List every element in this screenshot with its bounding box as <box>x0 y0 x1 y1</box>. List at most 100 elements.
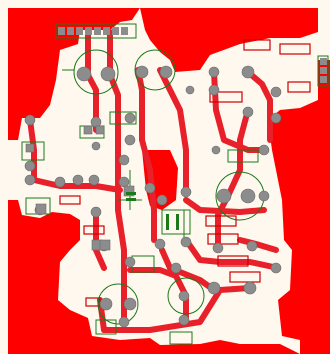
silk-mark-4 <box>176 214 179 230</box>
pad-45 <box>118 316 130 328</box>
outline-rect-1 <box>209 91 243 103</box>
outline-rect-8 <box>229 271 261 283</box>
pad-layer <box>24 65 282 328</box>
pad-1 <box>76 66 92 82</box>
trace-4 <box>157 67 189 193</box>
header-pin-row <box>58 27 327 83</box>
pad-28 <box>258 190 270 202</box>
pad-12 <box>90 116 102 128</box>
pad-14 <box>124 134 136 146</box>
pad-3 <box>135 65 149 79</box>
header-pin-11 <box>320 76 327 83</box>
outline-rect-2 <box>243 39 271 51</box>
pad-34 <box>246 240 258 252</box>
pad-50 <box>83 125 93 135</box>
pad-32 <box>180 236 192 248</box>
header-pin-7 <box>112 27 119 35</box>
silk-circle-5 <box>167 277 205 315</box>
pad-8 <box>242 106 254 118</box>
pad-55 <box>99 239 111 251</box>
pad-2 <box>100 66 116 82</box>
header-pin-3 <box>76 27 83 35</box>
trace-11 <box>127 267 189 323</box>
outline-rect-10 <box>83 225 105 235</box>
pad-17 <box>24 174 36 186</box>
pad-19 <box>72 174 84 186</box>
pad-37 <box>124 256 136 268</box>
header-pin-8 <box>121 27 128 35</box>
pad-26 <box>240 188 256 204</box>
silk-mark-3 <box>166 214 169 230</box>
trace-6 <box>245 69 273 143</box>
header-pin-10 <box>320 67 327 74</box>
silkscreen-marks <box>126 192 179 230</box>
outline-rect-6 <box>207 233 239 245</box>
header-pin-9 <box>320 58 327 65</box>
pad-41 <box>99 297 113 311</box>
pad-35 <box>270 262 282 274</box>
pad-52 <box>25 143 35 153</box>
pour-top-left <box>8 8 140 140</box>
silk-rect-10 <box>317 55 329 87</box>
trace-13 <box>159 247 217 293</box>
pour-right <box>268 60 330 354</box>
silk-rect-1 <box>21 141 45 161</box>
pad-24 <box>180 186 192 198</box>
pad-30 <box>90 206 102 218</box>
pad-20 <box>88 174 100 186</box>
pad-13 <box>124 112 136 124</box>
silk-circle-2 <box>134 49 176 91</box>
pad-5 <box>208 66 220 78</box>
silk-rect-4 <box>227 149 259 163</box>
outline-rect-7 <box>217 255 249 267</box>
pad-16 <box>24 160 36 172</box>
silk-mark-1 <box>126 192 136 195</box>
pad-21 <box>118 176 130 188</box>
pad-27 <box>258 144 270 156</box>
pad-42 <box>123 297 137 311</box>
silk-rect-9 <box>169 331 193 345</box>
silk-circle-4 <box>97 283 139 325</box>
pad-40 <box>243 281 257 295</box>
header-pin-2 <box>67 27 74 35</box>
pad-46 <box>91 141 101 151</box>
pad-4 <box>159 65 173 79</box>
pad-44 <box>178 314 190 326</box>
pad-10 <box>270 112 282 124</box>
silk-mark-2 <box>126 198 136 201</box>
header-pin-6 <box>103 27 110 35</box>
pad-31 <box>154 238 166 250</box>
pour-left-bottom <box>8 200 300 354</box>
outline-traces <box>59 39 311 307</box>
pad-11 <box>24 114 36 126</box>
pour-top-right <box>140 8 318 72</box>
header-pin-4 <box>85 27 92 35</box>
silk-header <box>55 23 137 39</box>
pad-25 <box>216 188 232 204</box>
trace-1 <box>85 29 99 133</box>
pad-6 <box>241 65 255 79</box>
pad-47 <box>211 145 221 155</box>
outline-rect-11 <box>85 297 101 307</box>
silk-circle-1 <box>73 49 119 95</box>
trace-12 <box>97 285 253 333</box>
pad-51 <box>95 125 105 135</box>
silk-rect-8 <box>95 319 117 335</box>
outline-rect-3 <box>279 43 311 55</box>
outline-rect-5 <box>205 215 237 227</box>
header-pin-1 <box>58 27 65 35</box>
pad-9 <box>270 86 282 98</box>
silk-rect-6 <box>161 209 191 235</box>
header-pin-5 <box>94 27 101 35</box>
pad-38 <box>170 262 182 274</box>
pad-15 <box>118 154 130 166</box>
pad-43 <box>178 290 190 302</box>
pad-33 <box>212 242 224 254</box>
pad-53 <box>123 185 135 197</box>
outline-rect-9 <box>59 195 81 205</box>
pad-39 <box>207 281 221 295</box>
trace-3 <box>135 67 157 243</box>
pad-18 <box>54 176 66 188</box>
